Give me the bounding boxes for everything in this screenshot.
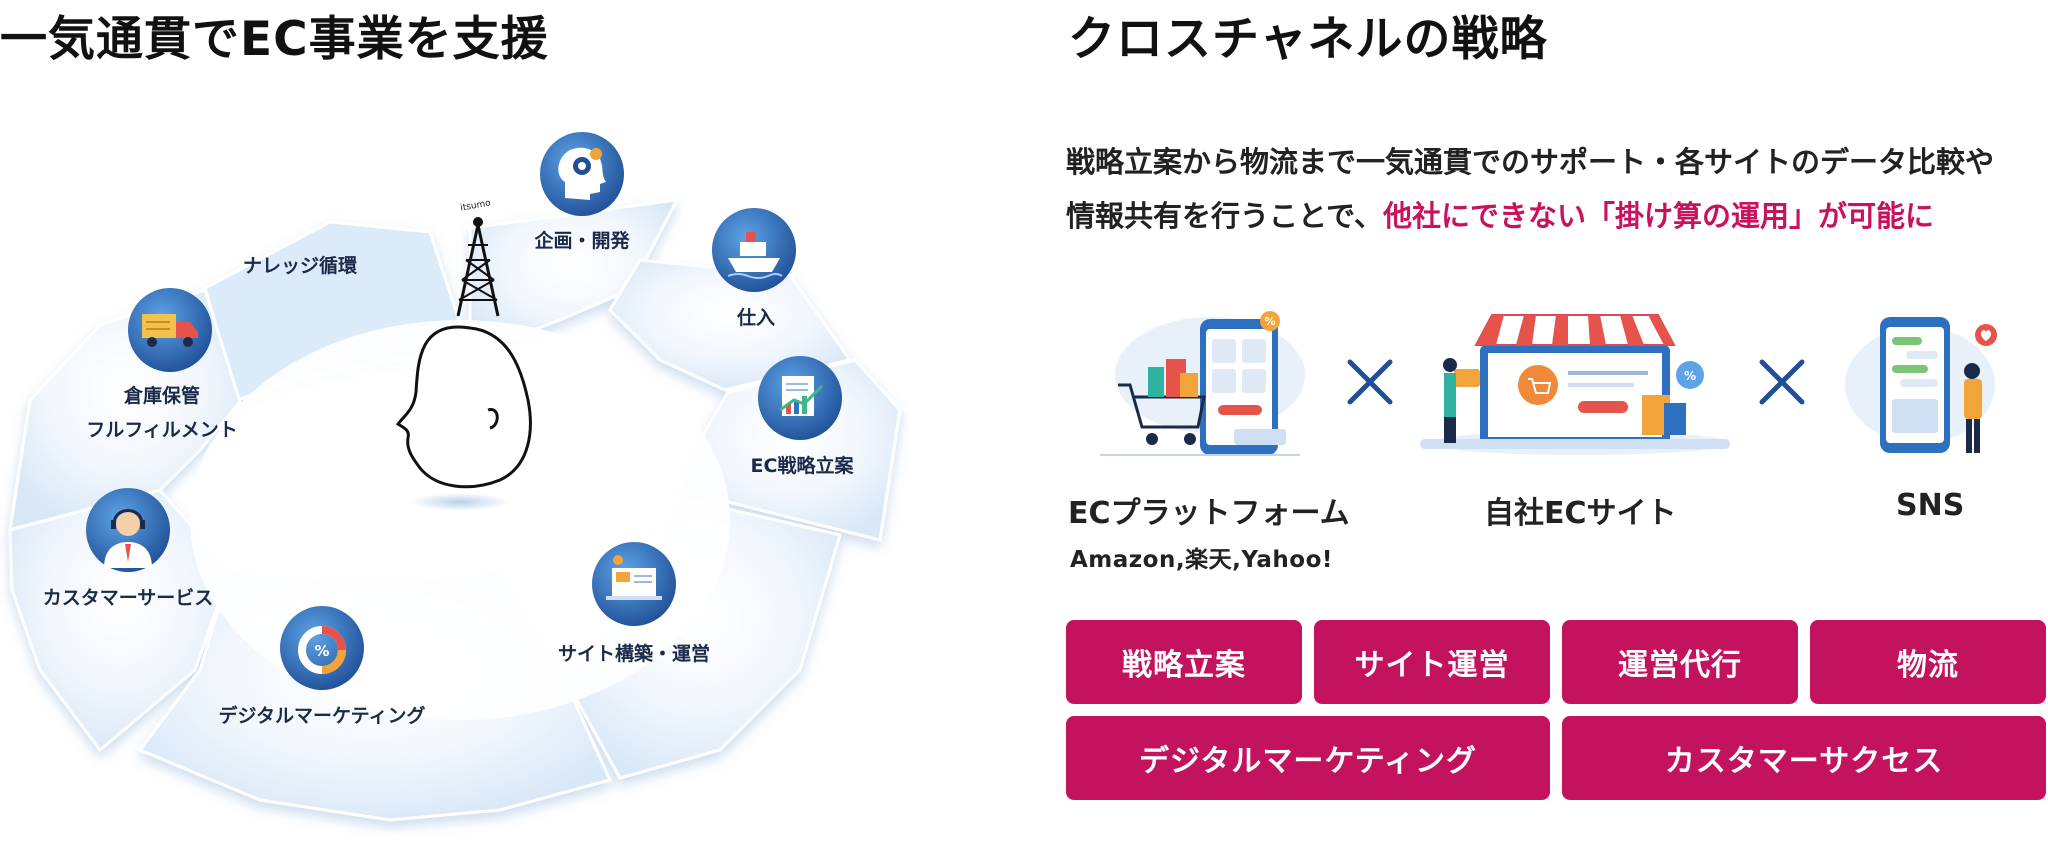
service-digital-marketing-button[interactable]: デジタルマーケティング <box>1066 716 1550 800</box>
channel-name-ec-platform: ECプラットフォーム <box>1068 496 1350 531</box>
support-heading: 一気通貫でEC事業を支援 <box>0 12 549 67</box>
node-label-fulfillment: フルフィルメント <box>86 419 238 441</box>
site-build-icon <box>606 555 662 600</box>
percent-donut-icon: % <box>298 626 346 674</box>
channel-name-sns: SNS <box>1896 488 1965 523</box>
description-line-2-plain: 情報共有を行うことで、 <box>1066 199 1383 233</box>
tower-brand-text: itsumo <box>460 198 492 213</box>
description-highlight: 他社にできない「掛け算の運用」が可能に <box>1382 199 1934 233</box>
operator-icon <box>104 509 152 568</box>
cycle-node-purchasing: 仕入 <box>712 208 796 329</box>
node-label-warehouse: 倉庫保管 <box>123 384 200 407</box>
multiply-icon <box>1347 359 1393 405</box>
cycle-node-digital-marketing: % デジタルマーケティング <box>218 606 426 727</box>
svg-text:%: % <box>314 642 329 660</box>
service-operation-agency-button[interactable]: 運営代行 <box>1562 620 1798 704</box>
node-label-site-build: サイト構築・運営 <box>558 642 710 665</box>
delivery-truck-icon <box>142 314 198 347</box>
service-strategy-button[interactable]: 戦略立案 <box>1066 620 1302 704</box>
strategy-description: 戦略立案から物流まで一気通貫でのサポート・各サイトのデータ比較や 情報共有を行う… <box>1066 135 2046 243</box>
cargo-ship-icon <box>727 232 783 279</box>
node-label-digital-marketing: デジタルマーケティング <box>218 704 425 727</box>
node-label-ec-strategy: EC戦略立案 <box>751 454 855 477</box>
ec-platform-illustration: % <box>1100 311 1305 456</box>
description-line-1: 戦略立案から物流まで一気通貫でのサポート・各サイトのデータ比較や <box>1066 145 1995 179</box>
service-customer-success-button[interactable]: カスタマーサクセス <box>1562 716 2046 800</box>
ec-support-cycle-diagram: ナレッジ循環 itsumo 企画・開発 仕入 <box>8 132 902 822</box>
svg-text:%: % <box>1684 369 1696 383</box>
head-gears-icon <box>558 147 606 200</box>
sns-illustration <box>1845 317 1997 453</box>
service-logistics-button[interactable]: 物流 <box>1810 620 2046 704</box>
node-label-planning: 企画・開発 <box>533 229 630 252</box>
channel-name-own-ec-site: 自社ECサイト <box>1484 496 1677 531</box>
cycle-node-ec-strategy: EC戦略立案 <box>751 356 855 477</box>
cycle-node-warehouse: 倉庫保管 フルフィルメント <box>86 288 238 441</box>
cycle-node-site-build: サイト構築・運営 <box>558 542 710 665</box>
thinking-head-icon: itsumo <box>395 198 532 511</box>
strategy-chart-icon <box>779 376 824 416</box>
knowledge-cycle-label: ナレッジ循環 <box>243 254 358 277</box>
own-ec-site-illustration: % <box>1420 314 1730 455</box>
cycle-node-customer-service: カスタマーサービス <box>43 488 214 609</box>
service-site-operation-button[interactable]: サイト運営 <box>1314 620 1550 704</box>
cycle-node-planning: 企画・開発 <box>533 132 630 252</box>
description-line-2: 情報共有を行うことで、他社にできない「掛け算の運用」が可能に <box>1066 189 2046 243</box>
multiply-icon <box>1759 359 1805 405</box>
strategy-heading: クロスチャネルの戦略 <box>1068 12 1548 67</box>
node-label-customer-service: カスタマーサービス <box>43 587 214 609</box>
svg-text:%: % <box>1264 315 1275 328</box>
channel-sub-ec-platform: Amazon,楽天,Yahoo! <box>1070 547 1333 573</box>
node-label-purchasing: 仕入 <box>736 306 775 329</box>
